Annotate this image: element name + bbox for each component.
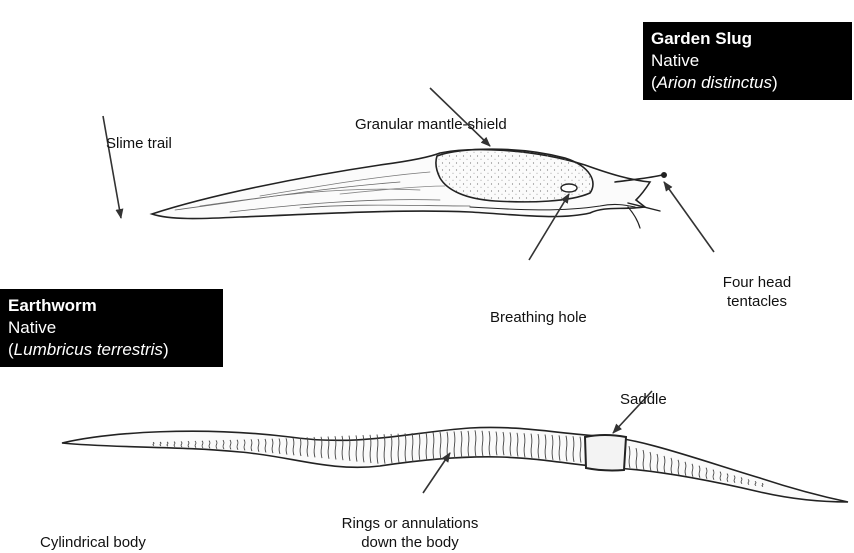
slug-mantle xyxy=(436,149,593,202)
slug-drawing xyxy=(152,149,667,228)
earthworm-drawing xyxy=(62,427,848,502)
earthworm-ring xyxy=(762,483,763,486)
earthworm-ring xyxy=(160,442,161,446)
earthworm-ring xyxy=(755,481,756,485)
tentacles-label: Four head tentacles xyxy=(707,273,807,311)
earthworm-scientific: (Lumbricus terrestris) xyxy=(8,340,169,359)
rings-label: Rings or annulations down the body xyxy=(310,514,510,552)
mantle-shield-label: Granular mantle-shield xyxy=(355,115,507,134)
cylindrical-body-label: Cylindrical body xyxy=(40,533,146,552)
slime-trail-label: Slime trail xyxy=(106,134,172,153)
earthworm-saddle xyxy=(585,435,626,470)
earthworm-title: Earthworm xyxy=(8,295,214,317)
slime-trail-arrow xyxy=(103,116,121,218)
breathing-hole-label: Breathing hole xyxy=(490,308,587,327)
earthworm-ring xyxy=(153,442,154,445)
earthworm-ring xyxy=(181,441,182,447)
earthworm-ring xyxy=(174,442,175,447)
garden-slug-scientific: (Arion distinctus) xyxy=(651,73,778,92)
earthworm-status: Native xyxy=(8,317,214,339)
earthworm-ring xyxy=(167,442,168,446)
earthworm-ring xyxy=(748,479,749,484)
garden-slug-id-box: Garden Slug Native (Arion distinctus) xyxy=(643,22,852,100)
garden-slug-status: Native xyxy=(651,50,843,72)
garden-slug-title: Garden Slug xyxy=(651,28,843,50)
saddle-label: Saddle xyxy=(620,390,667,409)
earthworm-id-box: Earthworm Native (Lumbricus terrestris) xyxy=(0,289,223,367)
tentacles-arrow xyxy=(664,182,714,252)
slug-breathing-hole xyxy=(561,184,577,192)
